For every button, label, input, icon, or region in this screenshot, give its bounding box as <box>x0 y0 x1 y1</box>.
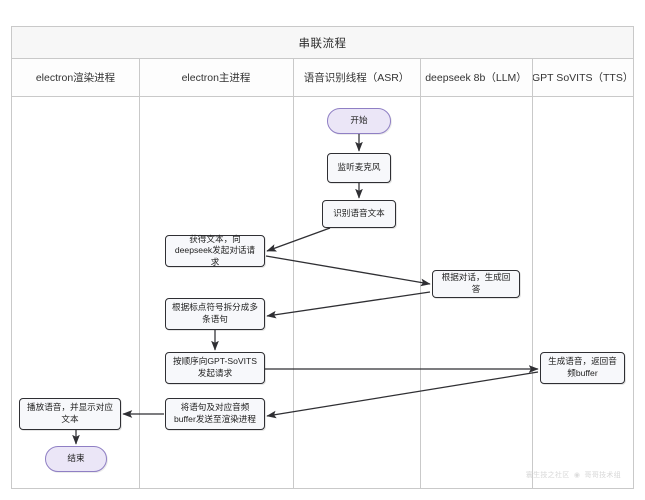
lane-header-renderer-label: electron渲染进程 <box>35 71 116 84</box>
lane-header-llm: deepseek 8b（LLM） <box>420 59 532 97</box>
page-title: 串联流程 <box>298 37 347 50</box>
node-get-text-request-deepseek-label: 获得文本，向deepseek发起对话请求 <box>174 233 256 267</box>
lane-header-tts-label: GPT SoVITS（TTS） <box>532 71 634 84</box>
diagram-title-bar: 串联流程 <box>12 27 633 59</box>
node-listen-microphone[interactable]: 监听麦克风 <box>327 153 391 183</box>
lane-divider-1 <box>139 59 140 489</box>
node-request-gpt-sovits-label: 按顺序向GPT-SoVITS发起请求 <box>172 356 258 378</box>
watermark-separator-icon: ◉ <box>573 472 581 479</box>
node-start-label: 开始 <box>350 115 368 126</box>
node-play-audio-show-text-label: 播放语音，并显示对应文本 <box>27 402 113 424</box>
watermark-text: 寰生技之社区 <box>525 472 570 479</box>
node-end-label: 结束 <box>67 453 85 464</box>
lane-header-renderer: electron渲染进程 <box>12 59 139 97</box>
node-split-by-punctuation-label: 根据标点符号拆分成多条语句 <box>172 302 258 324</box>
lane-header-main-label: electron主进程 <box>181 71 251 84</box>
node-end[interactable]: 结束 <box>45 446 107 472</box>
watermark: 寰生技之社区 ◉ 哥哥技术组 <box>526 470 621 480</box>
lane-header-asr: 语音识别线程（ASR） <box>293 59 420 97</box>
node-split-by-punctuation[interactable]: 根据标点符号拆分成多条语句 <box>165 298 265 330</box>
node-send-buffer-to-renderer[interactable]: 将语句及对应音频buffer发送至渲染进程 <box>165 398 265 430</box>
lane-header-llm-label: deepseek 8b（LLM） <box>425 71 527 84</box>
node-llm-generate-answer-label: 根据对话，生成回答 <box>441 272 511 294</box>
node-recognize-speech-text-label: 识别语音文本 <box>333 208 385 219</box>
node-llm-generate-answer[interactable]: 根据对话，生成回答 <box>432 270 520 298</box>
lane-header-asr-label: 语音识别线程（ASR） <box>303 71 410 84</box>
node-generate-audio-buffer-label: 生成语音，返回音频buffer <box>548 356 617 378</box>
lane-divider-3 <box>420 59 421 489</box>
lane-divider-2 <box>293 59 294 489</box>
node-request-gpt-sovits[interactable]: 按顺序向GPT-SoVITS发起请求 <box>165 352 265 384</box>
lane-header-row <box>12 59 633 97</box>
node-recognize-speech-text[interactable]: 识别语音文本 <box>322 200 396 228</box>
node-generate-audio-buffer[interactable]: 生成语音，返回音频buffer <box>540 352 625 384</box>
node-send-buffer-to-renderer-label: 将语句及对应音频buffer发送至渲染进程 <box>174 402 256 424</box>
lane-header-tts: GPT SoVITS（TTS） <box>532 59 633 97</box>
node-get-text-request-deepseek[interactable]: 获得文本，向deepseek发起对话请求 <box>165 233 265 267</box>
watermark-suffix: 哥哥技术组 <box>584 472 621 479</box>
node-play-audio-show-text[interactable]: 播放语音，并显示对应文本 <box>19 398 121 430</box>
lane-divider-4 <box>532 59 533 489</box>
lane-header-main: electron主进程 <box>139 59 293 97</box>
node-start[interactable]: 开始 <box>327 108 391 134</box>
node-listen-microphone-label: 监听麦克风 <box>337 162 381 173</box>
